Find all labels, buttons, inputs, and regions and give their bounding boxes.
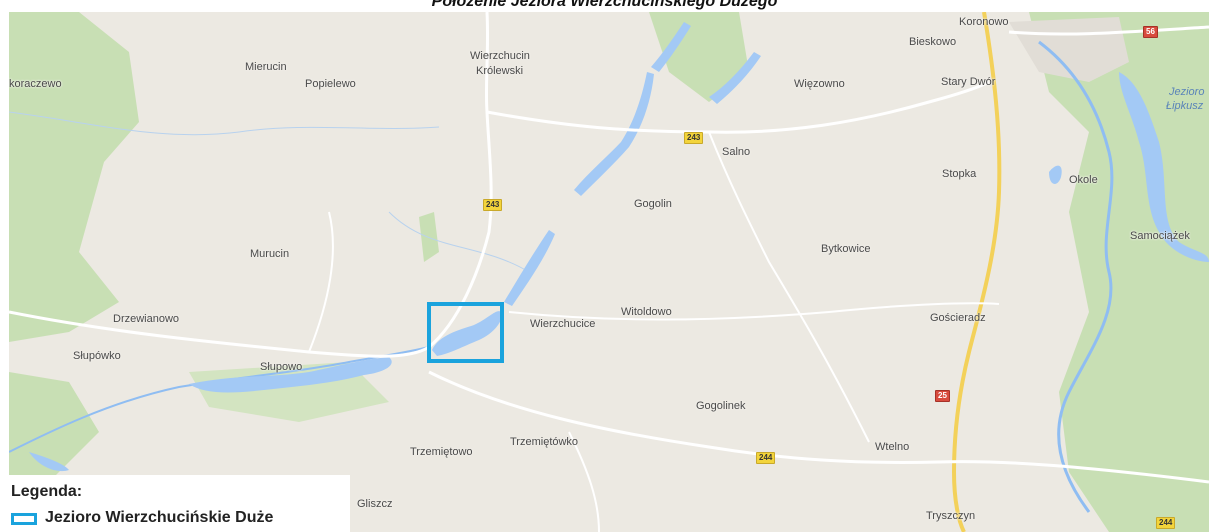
legend-title: Legenda: bbox=[11, 483, 83, 500]
road-shield-243-east: 243 bbox=[684, 132, 704, 144]
lake-sw bbox=[29, 452, 69, 472]
road-local-1 bbox=[508, 302, 1000, 321]
place-koronowo: Koronowo bbox=[959, 16, 1009, 28]
lake-wierzchucin-duze bbox=[432, 311, 502, 356]
place-slupowo: Słupowo bbox=[260, 361, 303, 373]
lake-okole bbox=[1049, 165, 1062, 184]
forest-north bbox=[649, 12, 749, 102]
lake-north-1 bbox=[651, 22, 691, 72]
road-local-2 bbox=[308, 211, 334, 353]
legend-panel: Legenda: Jezioro Wierzchucińskie Duże bbox=[0, 475, 350, 532]
map-basemap bbox=[9, 12, 1209, 532]
river-brda bbox=[1038, 40, 1114, 513]
road-244 bbox=[428, 370, 1209, 484]
lake-channel-n bbox=[574, 72, 654, 196]
lake-highlight-box bbox=[427, 302, 504, 363]
map-view[interactable]: koraczewo Mierucin Popielewo Wierzchucin… bbox=[9, 12, 1209, 532]
place-trzemietowko: Trzemiętówko bbox=[510, 436, 579, 448]
road-56 bbox=[1008, 25, 1209, 36]
place-samociazek: Samociążek bbox=[1130, 230, 1190, 242]
lake-north-2 bbox=[709, 52, 761, 104]
place-bytkowice: Bytkowice bbox=[821, 243, 871, 255]
place-popielewo: Popielewo bbox=[305, 78, 356, 90]
road-25 bbox=[951, 12, 1002, 532]
place-stopka: Stopka bbox=[942, 168, 977, 180]
lake-slupowo bbox=[189, 357, 392, 393]
place-trzemietowo: Trzemiętowo bbox=[410, 446, 473, 458]
place-witoldowo: Witoldowo bbox=[621, 306, 672, 318]
road-243-west bbox=[9, 12, 493, 358]
road-shield-243-west: 243 bbox=[483, 199, 503, 211]
place-gogolinek: Gogolinek bbox=[696, 400, 746, 412]
forest-west bbox=[9, 12, 139, 342]
place-murucin: Murucin bbox=[250, 248, 290, 260]
road-local-4 bbox=[708, 131, 870, 443]
place-slupowko: Słupówko bbox=[73, 350, 121, 362]
place-mierucin: Mierucin bbox=[245, 61, 287, 73]
stream-central bbox=[388, 211, 530, 273]
place-wierzchucin-krolewski-line2: Królewski bbox=[476, 65, 524, 77]
place-koraczewo: koraczewo bbox=[9, 78, 62, 90]
legend-item-label: Jezioro Wierzchucińskie Duże bbox=[45, 509, 274, 526]
place-gliszcz: Gliszcz bbox=[357, 498, 393, 510]
place-wierzchucice: Wierzchucice bbox=[530, 318, 596, 330]
place-wierzchucin-krolewski-line1: Wierzchucin bbox=[470, 50, 530, 62]
legend-swatch-icon bbox=[11, 513, 37, 525]
place-gogolin: Gogolin bbox=[634, 198, 672, 210]
title-bar: Położenie Jeziora Wierzchucińskiego Duże… bbox=[0, 0, 1209, 12]
road-shield-244-center: 244 bbox=[756, 452, 776, 464]
place-bieskowo: Bieskowo bbox=[909, 36, 957, 48]
lake-lipkusz bbox=[1119, 72, 1209, 262]
place-salno: Salno bbox=[722, 146, 751, 158]
forest-east bbox=[1029, 12, 1209, 532]
place-drzewianowo: Drzewianowo bbox=[113, 313, 180, 325]
place-okole: Okole bbox=[1069, 174, 1098, 186]
place-wtelno: Wtelno bbox=[875, 441, 910, 453]
place-tryszczyn: Tryszczyn bbox=[926, 510, 976, 522]
place-goscieradz: Gościeradz bbox=[930, 312, 986, 324]
lake-lipkusz-label-line2: Łipkusz bbox=[1166, 100, 1204, 112]
lake-lipkusz-label-line1: Jezioro bbox=[1169, 86, 1205, 98]
road-shield-25: 25 bbox=[935, 390, 950, 402]
map-title: Położenie Jeziora Wierzchucińskiego Duże… bbox=[431, 0, 778, 10]
road-shield-244-east: 244 bbox=[1156, 517, 1176, 529]
road-243-east bbox=[486, 80, 990, 134]
place-wiezowno: Więzowno bbox=[794, 78, 845, 90]
road-local-3 bbox=[568, 431, 600, 532]
road-shield-56: 56 bbox=[1143, 26, 1158, 38]
stream-north bbox=[9, 111, 440, 136]
place-stary-dwor: Stary Dwór bbox=[941, 76, 996, 88]
lake-channel-ne bbox=[504, 230, 555, 306]
